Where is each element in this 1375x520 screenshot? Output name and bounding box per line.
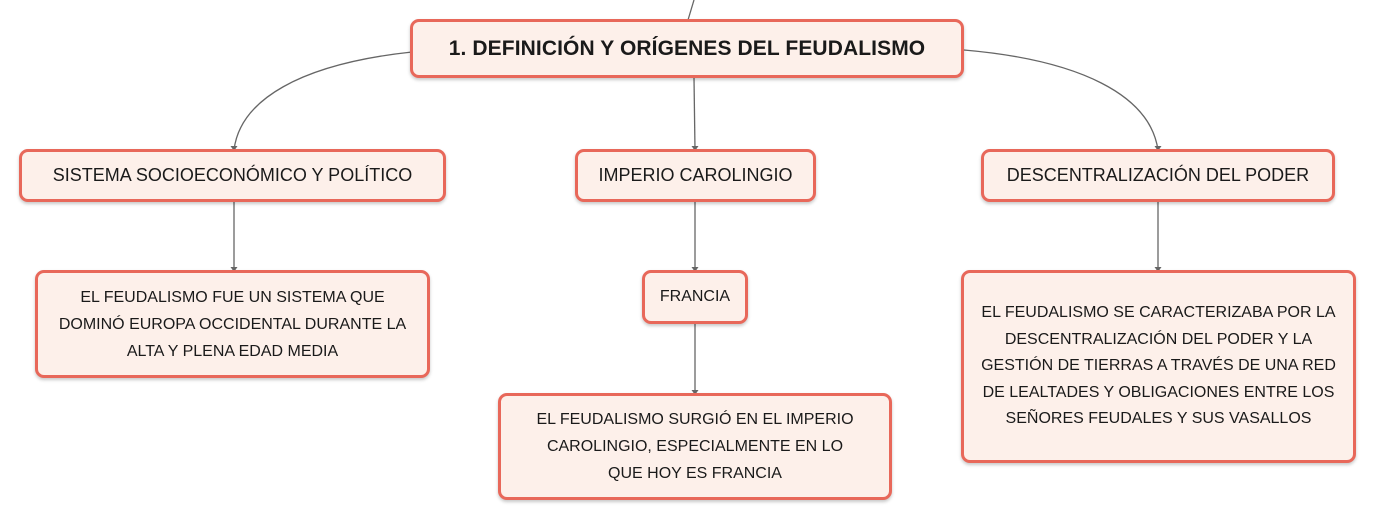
arrowhead-descentralizacion [1154,146,1162,151]
branch-node-label: SISTEMA SOCIOECONÓMICO Y POLÍTICO [52,165,413,185]
arrowhead-imperio [691,146,699,151]
leaf-node-label: EL FEUDALISMO SE CARACTERIZABA POR LA DE… [981,304,1336,428]
root-node[interactable]: 1. DEFINICIÓN Y ORÍGENES DEL FEUDALISMO [410,19,964,78]
branch-node-label: IMPERIO CAROLINGIO [598,165,793,185]
branch-node-imperio[interactable]: IMPERIO CAROLINGIO [575,149,816,202]
connector-root-to-sistema [233,51,413,151]
sub-node-label: FRANCIA [659,288,731,305]
leaf-node-label: EL FEUDALISMO FUE UN SISTEMA QUE DOMINÓ … [58,288,407,360]
arrowhead-desc3 [1154,267,1162,272]
branch-node-sistema[interactable]: SISTEMA SOCIOECONÓMICO Y POLÍTICO [19,149,446,202]
leaf-node-sistema-desc[interactable]: EL FEUDALISMO FUE UN SISTEMA QUE DOMINÓ … [35,270,430,378]
connector-root-to-imperio [693,77,696,151]
leaf-node-descentralizacion-desc[interactable]: EL FEUDALISMO SE CARACTERIZABA POR LA DE… [961,270,1356,463]
leaf-node-imperio-desc[interactable]: EL FEUDALISMO SURGIÓ EN EL IMPERIO CAROL… [498,393,892,500]
arrowhead-francia [691,267,699,272]
arrowhead-desc2 [691,390,699,395]
leaf-node-label: EL FEUDALISMO SURGIÓ EN EL IMPERIO CAROL… [536,411,854,482]
branch-node-descentralizacion[interactable]: DESCENTRALIZACIÓN DEL PODER [981,149,1335,202]
arrowhead-sistema [230,146,238,151]
connector-parent-to-root [687,0,695,21]
arrowhead-desc1 [230,267,238,272]
sub-node-francia[interactable]: FRANCIA [642,270,748,324]
connector-root-to-descentralizacion [963,49,1159,151]
root-node-label: 1. DEFINICIÓN Y ORÍGENES DEL FEUDALISMO [448,36,926,60]
branch-node-label: DESCENTRALIZACIÓN DEL PODER [1006,165,1310,185]
